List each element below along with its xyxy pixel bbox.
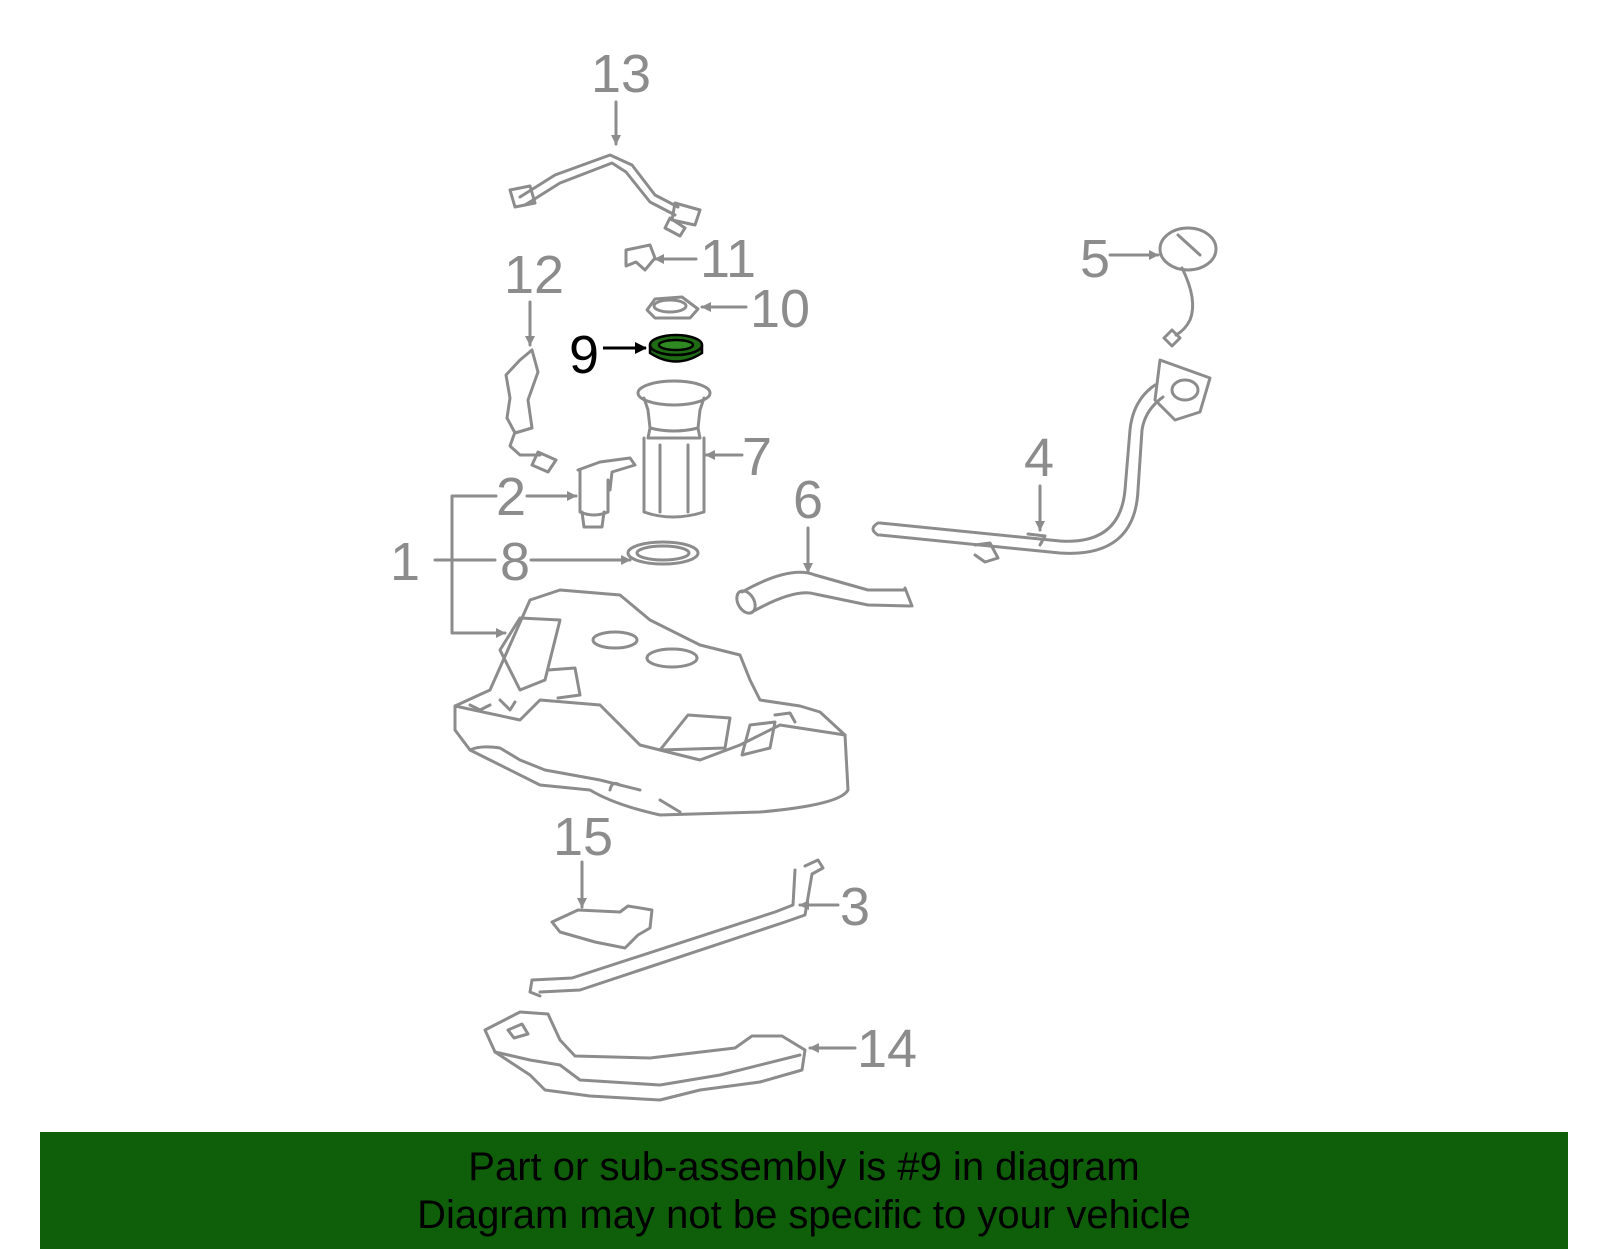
part-11-clip [624, 243, 657, 272]
part-13-wiring-harness [508, 153, 702, 238]
callout-5: 5 [1080, 229, 1110, 289]
part-14-skid-shield [483, 1010, 807, 1102]
callout-12: 12 [504, 245, 564, 305]
part-6-vent-hose [735, 570, 914, 615]
part-3-tank-strap [528, 858, 825, 998]
callout-1: 1 [390, 532, 420, 592]
part-9-seal-highlighted [603, 333, 704, 363]
part-1-fuel-tank [453, 588, 850, 817]
part-15-shield-pad [550, 904, 654, 950]
callout-14: 14 [857, 1019, 917, 1079]
callout-13: 13 [591, 44, 651, 104]
callout-7: 7 [742, 427, 772, 487]
callout-15: 15 [553, 807, 613, 867]
banner-part-text: Part or sub-assembly is #9 in diagram [468, 1144, 1140, 1189]
callout-6: 6 [793, 470, 823, 530]
info-banner: Part or sub-assembly is #9 in diagram Di… [40, 1132, 1568, 1249]
part-2-fuel-filter [576, 456, 637, 529]
leader-lines [433, 100, 1160, 1053]
part-12-sensor [504, 348, 558, 474]
callout-labels: 13 11 10 12 9 7 5 4 6 2 1 8 15 3 14 [390, 44, 1110, 1079]
callout-11: 11 [700, 229, 756, 289]
callout-3: 3 [840, 877, 870, 937]
part-10-lock-ring [645, 295, 700, 320]
callout-8: 8 [500, 532, 530, 592]
part-4-filler-pipe [871, 358, 1212, 564]
callout-10: 10 [750, 279, 810, 339]
callout-9: 9 [569, 325, 599, 385]
banner-disclaimer-text: Diagram may not be specific to your vehi… [417, 1192, 1191, 1237]
part-5-fuel-cap [1158, 226, 1218, 348]
part-7-fuel-pump-module [636, 379, 712, 519]
part-8-o-ring [626, 540, 700, 566]
callout-2: 2 [496, 467, 526, 527]
callout-4: 4 [1024, 428, 1054, 488]
